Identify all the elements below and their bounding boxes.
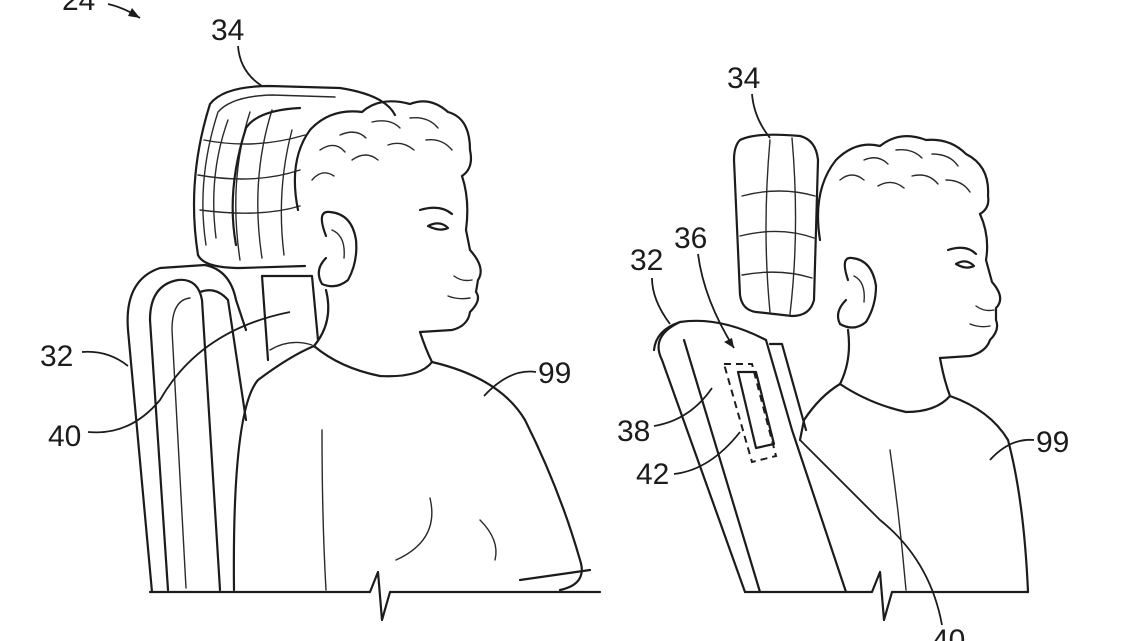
right-base-break	[743, 570, 1030, 622]
left-base-break	[148, 570, 602, 622]
left-label-34: 34	[211, 14, 244, 47]
left-label-99: 99	[538, 357, 571, 390]
left-seatback	[126, 263, 248, 594]
right-leader-34	[751, 93, 771, 139]
right-leader-38	[653, 387, 713, 427]
right-housing-36	[722, 363, 778, 464]
right-leader-42	[673, 431, 741, 475]
left-label-32: 32	[40, 340, 73, 373]
right-label-40: 40	[932, 624, 965, 641]
right-leader-32	[651, 277, 671, 325]
left-label-40: 40	[48, 420, 81, 453]
left-leader-32	[81, 350, 129, 367]
right-leader-36	[697, 253, 735, 349]
left-headrest	[192, 84, 397, 270]
right-label-34: 34	[727, 62, 760, 95]
right-headrest	[732, 133, 820, 318]
right-label-99: 99	[1036, 426, 1069, 459]
left-view: 24	[40, 0, 602, 622]
ref-24-arrowhead	[128, 8, 140, 18]
left-leader-34	[237, 45, 263, 87]
right-label-36: 36	[674, 222, 707, 255]
right-leader-99	[989, 438, 1035, 461]
left-leader-40	[87, 311, 291, 434]
right-occupant	[798, 135, 1030, 594]
right-label-42: 42	[636, 458, 669, 491]
right-leader-40	[799, 439, 943, 626]
right-label-38: 38	[617, 415, 650, 448]
right-view: 34 32 36 38 42 40 99	[617, 62, 1069, 641]
right-arrowhead-36	[724, 338, 734, 348]
ref-24-label: 24	[62, 0, 95, 17]
left-occupant	[232, 100, 592, 592]
right-label-32: 32	[630, 244, 663, 277]
right-seatback	[652, 319, 848, 594]
left-leader-99	[483, 370, 537, 397]
